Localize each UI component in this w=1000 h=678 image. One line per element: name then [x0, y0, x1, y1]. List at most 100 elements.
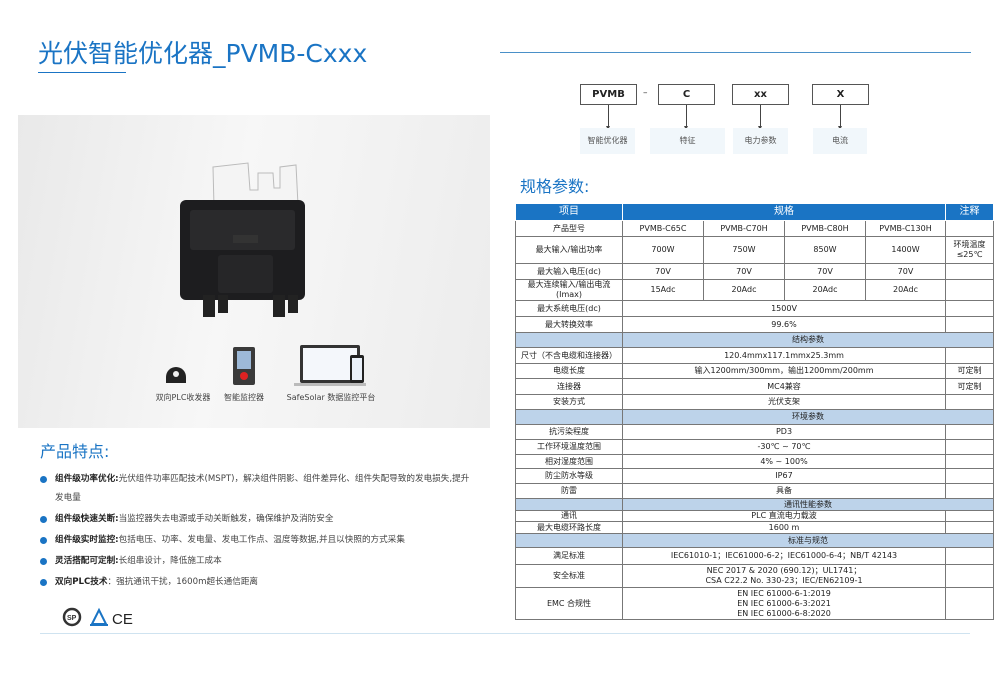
row-value: 1500V	[622, 300, 946, 317]
row-note	[945, 521, 994, 534]
feature-desc: 当监控器失去电源或手动关断触发，确保维护及消防安全	[118, 514, 334, 524]
row-value: PVMB-C65C	[622, 220, 704, 237]
row-value: MC4兼容	[622, 378, 946, 395]
section-title: 结构参数	[622, 332, 994, 348]
row-label: 防雷	[515, 483, 623, 499]
row-label: 最大输入电压(dc)	[515, 263, 623, 280]
row-value: NEC 2017 & 2020 (690.12)；UL1741； CSA C22…	[622, 564, 946, 588]
row-value: 99.6%	[622, 316, 946, 333]
code-label: 电流	[813, 128, 867, 154]
row-value: PLC 直流电力载波	[622, 510, 946, 522]
row-value: 70V	[784, 263, 866, 280]
row-note	[945, 564, 994, 588]
row-value: 20Adc	[703, 279, 785, 301]
row-value: IP67	[622, 468, 946, 484]
feature-desc: 光伏组件功率匹配技术(MSPT)，解决组件阴影、组件差异化、组件失配导致的发电损…	[55, 474, 470, 503]
code-box-c: C	[658, 84, 715, 105]
optimizer-device-illustration	[166, 162, 366, 386]
table-row: 工作环境温度范围-30℃ ~ 70℃	[515, 439, 994, 455]
header-note: 注释	[945, 203, 994, 221]
feature-name: 组件级快速关断:	[55, 514, 119, 524]
row-label: 抗污染程度	[515, 424, 623, 440]
feature-desc: 包括电压、功率、发电量、发电工作点、温度等数据,并且以快照的方式采集	[118, 535, 405, 545]
product-image: 双向PLC收发器 智能监控器 SafeSolar 数据监控平台	[18, 115, 490, 428]
row-note	[945, 394, 994, 410]
row-label: 连接器	[515, 378, 623, 395]
row-label: 最大输入/输出功率	[515, 236, 623, 264]
feature-item: 组件级快速关断:当监控器失去电源或手动关断触发，确保维护及消防安全	[40, 510, 470, 529]
feature-desc: 长组串设计，降低施工成本	[118, 556, 222, 566]
table-row: 防雷具备	[515, 483, 994, 499]
row-note: 可定制	[945, 363, 994, 379]
accessory-label: 双向PLC收发器	[155, 393, 211, 402]
feature-desc: ：强抗通讯干扰，1600m超长通信距离	[107, 577, 259, 587]
accessory-label: 智能监控器	[224, 393, 264, 402]
code-label: 特征	[650, 128, 725, 154]
arrow-down-icon	[758, 105, 762, 130]
row-value: PVMB-C80H	[784, 220, 866, 237]
row-value: EN IEC 61000-6-1:2019 EN IEC 61000-6-3:2…	[622, 587, 946, 620]
row-note	[945, 220, 994, 237]
row-value: 750W	[703, 236, 785, 264]
tuv-logo-icon	[90, 607, 108, 626]
row-note	[945, 316, 994, 333]
section-blank	[515, 409, 623, 425]
header-divider	[500, 52, 971, 53]
csa-logo-icon: SP	[62, 607, 82, 627]
row-note	[945, 263, 994, 280]
table-section-row: 环境参数	[515, 409, 994, 425]
row-label: 安全标准	[515, 564, 623, 588]
feature-name: 灵活搭配可定制:	[55, 556, 119, 566]
row-note	[945, 510, 994, 522]
page-title: 光伏智能优化器_PVMB-Cxxx	[38, 39, 368, 68]
row-note	[945, 454, 994, 469]
table-header-row: 项目规格注释	[515, 203, 994, 221]
code-label: 电力参数	[733, 128, 788, 154]
accessory-label: SafeSolar 数据监控平台	[286, 393, 376, 402]
row-value: 850W	[784, 236, 866, 264]
row-value: 光伏支架	[622, 394, 946, 410]
row-label: 安装方式	[515, 394, 623, 410]
feature-item: 组件级功率优化:光伏组件功率匹配技术(MSPT)，解决组件阴影、组件差异化、组件…	[40, 470, 470, 508]
row-label: 通讯	[515, 510, 623, 522]
section-blank	[515, 533, 623, 548]
feature-item: 灵活搭配可定制:长组串设计，降低施工成本	[40, 552, 470, 571]
spec-section-title: 规格参数:	[520, 177, 590, 196]
row-note	[945, 424, 994, 440]
section-title: 标准与规范	[622, 533, 994, 548]
bullet-icon	[40, 558, 47, 565]
bullet-icon	[40, 516, 47, 523]
code-box-pvmb: PVMB	[580, 84, 637, 105]
table-row: 安装方式光伏支架	[515, 394, 994, 410]
bullet-icon	[40, 579, 47, 586]
feature-name: 组件级功率优化:	[55, 474, 119, 484]
arrow-down-icon	[684, 105, 688, 130]
row-note	[945, 439, 994, 455]
svg-text:CE: CE	[112, 611, 133, 628]
row-value: 具备	[622, 483, 946, 499]
row-label: 满足标准	[515, 547, 623, 565]
row-value: 1400W	[865, 236, 946, 264]
table-section-row: 通讯性能参数	[515, 498, 994, 511]
row-value: 4% ~ 100%	[622, 454, 946, 469]
table-row: 尺寸（不含电缆和连接器）120.4mmx117.1mmx25.3mm	[515, 347, 994, 364]
row-label: 最大系统电压(dc)	[515, 300, 623, 317]
row-note	[945, 347, 994, 364]
feature-name: 组件级实时监控:	[55, 535, 119, 545]
code-box-xx: xx	[732, 84, 789, 105]
row-value: IEC61010-1；IEC61000-6-2；IEC61000-6-4；NB/…	[622, 547, 946, 565]
row-value: 70V	[865, 263, 946, 280]
row-value: 20Adc	[865, 279, 946, 301]
